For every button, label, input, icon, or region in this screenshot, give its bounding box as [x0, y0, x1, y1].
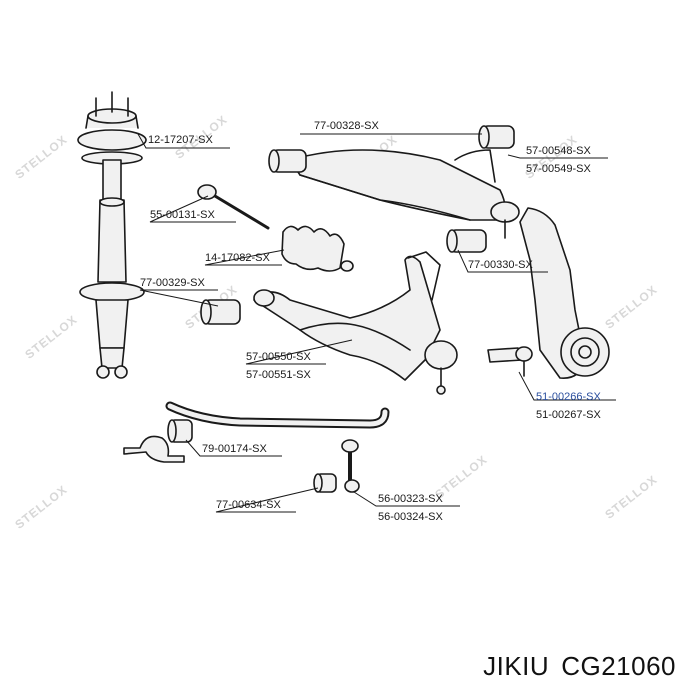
stabilizer-link [341, 439, 360, 493]
leader-lines [137, 133, 616, 513]
brand-name: JIKIU [483, 651, 550, 681]
label-lower-ball-joint-1: 57-00550-SX [246, 351, 311, 363]
label-tie-rod-end-2: 51-00267-SX [536, 409, 601, 421]
lower-control-arm [253, 251, 441, 381]
label-lower-ball-joint-2: 57-00551-SX [246, 369, 311, 381]
label-upper-ball-joint-1: 57-00548-SX [526, 145, 591, 157]
label-upper-ball-joint-2: 57-00549-SX [526, 163, 591, 175]
label-tie-rod-end-1: 51-00266-SX [536, 391, 601, 403]
inner-tie-rod [197, 184, 270, 230]
strut-shock-absorber [79, 159, 145, 379]
stabilizer-bushing [167, 419, 193, 443]
steering-knuckle [519, 207, 610, 379]
label-stabilizer-bushing: 79-00174-SX [202, 443, 267, 455]
label-link-bushing: 77-00634-SX [216, 499, 281, 511]
tie-rod-end [487, 346, 533, 377]
strut-mount [77, 91, 147, 165]
label-stabilizer-link-1: 56-00323-SX [378, 493, 443, 505]
label-strut-mount: 12-17207-SX [148, 134, 213, 146]
upper-ball-joint [490, 201, 520, 239]
part-number: CG21060 [561, 651, 676, 681]
link-bushing [313, 473, 337, 493]
label-steering-boot: 14-17082-SX [205, 252, 270, 264]
lower-arm-bushing-rear [446, 229, 487, 253]
stabilizer-bar [165, 401, 390, 429]
stabilizer-bracket [123, 435, 185, 463]
lower-arm-bushing-front [200, 299, 241, 325]
steering-rack-boot [281, 225, 354, 272]
lower-ball-joint [424, 340, 458, 395]
footer-caption: JIKIU CG21060 [471, 651, 676, 682]
label-stabilizer-link-2: 56-00324-SX [378, 511, 443, 523]
label-inner-tie-rod: 55-00131-SX [150, 209, 215, 221]
label-lower-bushing-rear: 77-00330-SX [468, 259, 533, 271]
label-upper-arm-bushing: 77-00328-SX [314, 120, 379, 132]
upper-arm-bushing [268, 125, 515, 173]
upper-control-arm [289, 149, 506, 221]
label-lower-bushing-front: 77-00329-SX [140, 277, 205, 289]
